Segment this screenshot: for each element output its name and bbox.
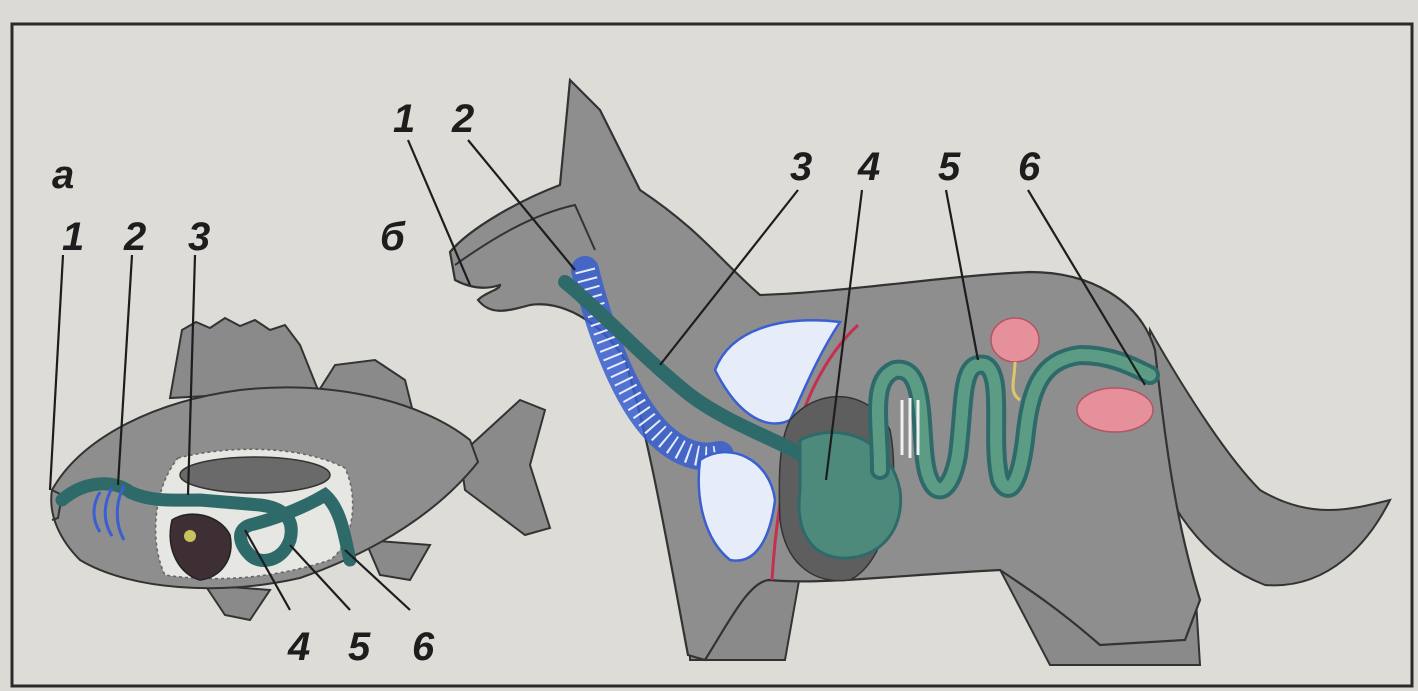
fish-swim-bladder (180, 457, 330, 493)
fish-label-2: 2 (123, 215, 146, 259)
dog-kidney (991, 318, 1039, 362)
dog-label-4: 4 (857, 145, 880, 189)
fish-label-1: 1 (62, 215, 84, 259)
dog-label-6: 6 (1018, 145, 1041, 189)
dog-panel-letter: б (380, 215, 406, 259)
dog-label-5: 5 (938, 145, 961, 189)
fish-label-5: 5 (348, 625, 371, 669)
fish-label-4: 4 (287, 625, 310, 669)
dog-label-3: 3 (790, 145, 812, 189)
dog-bladder (1077, 388, 1153, 432)
dog-label-2: 2 (451, 97, 474, 141)
fish-panel-letter: а (52, 153, 74, 197)
fish-label-6: 6 (412, 625, 435, 669)
fish-gallbladder (184, 530, 196, 542)
dog-label-1: 1 (393, 97, 415, 141)
fish-label-3: 3 (188, 215, 210, 259)
